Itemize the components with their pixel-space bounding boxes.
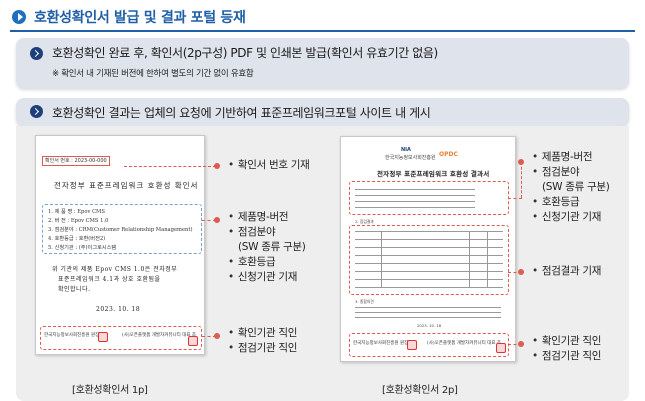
table-rule: [355, 271, 503, 272]
opinion-line: [355, 307, 501, 308]
seal-inspector-text: (사)오픈플랫폼 개발자커뮤니티 대표 조: [122, 333, 197, 338]
leader-dot: [214, 163, 220, 169]
content-panel: 확인서 번호 : 2023-00-000 전자정부 표준프레임워크 호환성 확인…: [16, 126, 629, 401]
certificate-number: 확인서 번호 : 2023-00-000: [42, 156, 110, 166]
certificate-field: 2. 버 전 : Epov CMS 1.0: [48, 218, 109, 224]
brand-logo: OPDC: [439, 151, 458, 158]
banner-portal: 호환성확인 결과는 업체의 요청에 기반하여 표준프레임워크포털 사이트 내 게…: [16, 98, 629, 126]
leader-dot: [214, 217, 220, 223]
table-rule: [355, 263, 503, 264]
certificate-fields-box: [42, 204, 202, 254]
annotation-doc2-field: 호환등급: [532, 195, 580, 210]
table-rule: [355, 247, 503, 248]
seal-issuer-stamp: [407, 340, 417, 350]
leader-dot: [518, 159, 524, 165]
seal-inspector-text: (사)오픈플랫폼 개발자커뮤니티 대표 조: [427, 341, 502, 346]
annotation-doc1-field: 신청기관 기재: [228, 270, 298, 285]
table-rule: [355, 239, 503, 240]
certificate-field: 4. 호환등급 : 호환(버전2): [48, 236, 106, 242]
leader-dot: [214, 333, 220, 339]
banner-issuance-text: 호환성확인 완료 후, 확인서(2p구성) PDF 및 인쇄본 발급(확인서 유…: [52, 46, 438, 60]
table-rule: [355, 287, 503, 288]
result-table-box: [349, 225, 509, 295]
annotation-doc1-field: 점검분야: [228, 225, 276, 240]
chevron-right-icon: [30, 47, 43, 60]
opinion-line: [355, 317, 501, 318]
certificate-body: 표준프레임워크 4.1과 상호 호환됨을: [58, 276, 161, 283]
certificate-field: 5. 신청기관 : (주)이그로시스템: [48, 245, 117, 251]
seal-issuer-text: 한국지능정보사회진흥원 원장: [353, 341, 409, 346]
annotation-doc2-field: 점검분야: [532, 165, 580, 180]
annotation-doc1-field: 호환등급: [228, 255, 276, 270]
annotation-doc1-seal: 점검기관 직인: [228, 341, 298, 356]
page-title: 호환성확인서 발급 및 결과 포털 등재: [34, 10, 246, 26]
annotation-doc1-field: (SW 종류 구분): [238, 241, 306, 253]
field-line: [355, 207, 475, 208]
opinion-section-heading: 3. 종합의견: [355, 299, 374, 304]
play-circle-icon: [12, 10, 26, 24]
leader-line: [202, 220, 216, 221]
certificate-page-1: 확인서 번호 : 2023-00-000 전자정부 표준프레임워크 호환성 확인…: [35, 135, 205, 355]
chevron-right-icon: [30, 105, 43, 118]
field-line: [355, 195, 475, 196]
annotation-doc1-field: 제품명-버전: [228, 210, 289, 225]
certificate-body: 확인합니다.: [58, 286, 91, 293]
leader-dot: [518, 269, 524, 275]
annotation-doc2-field: (SW 종류 구분): [542, 181, 610, 193]
seal-inspector-stamp: [496, 343, 506, 353]
annotation-cert-number: 확인서 번호 기재: [228, 158, 310, 173]
annotation-doc2-seal: 점검기관 직인: [532, 349, 602, 364]
annotation-doc2-seal: 확인기관 직인: [532, 334, 602, 349]
table-rule: [355, 279, 503, 280]
result-section-heading: 2. 점검결과: [355, 219, 374, 224]
certificate-field: 3. 점검분야 : CRM(Customer Relationship Mana…: [48, 227, 193, 233]
result-date: 2023. 10. 18: [417, 323, 442, 328]
leader-dot: [518, 341, 524, 347]
seal-inspector-stamp: [188, 336, 198, 346]
caption-page-2: [호환성확인서 2p]: [382, 385, 458, 396]
org-name: 한국지능정보사회진흥원: [385, 155, 436, 161]
leader-line: [508, 198, 522, 199]
caption-page-1: [호환성확인서 1p]: [72, 385, 148, 396]
table-rule: [355, 255, 503, 256]
certificate-seals-box: [40, 326, 202, 350]
table-rule: [355, 231, 503, 232]
certificate-field: 1. 제 품 명 : Epov CMS: [48, 209, 105, 215]
seal-issuer-text: 한국지능정보사회진흥원 원장: [44, 333, 100, 338]
annotation-doc2-field: 제품명-버전: [532, 150, 593, 165]
leader-line: [521, 162, 522, 198]
leader-line: [202, 336, 216, 337]
table-rule: [487, 231, 488, 287]
seal-issuer-stamp: [98, 332, 108, 342]
table-rule: [469, 231, 470, 287]
annotation-doc1-seal: 확인기관 직인: [228, 326, 298, 341]
certificate-date: 2023. 10. 18: [96, 306, 141, 313]
org-abbrev: NIA: [401, 147, 411, 153]
page-header: 호환성확인서 발급 및 결과 포털 등재: [12, 6, 246, 28]
leader-line: [508, 344, 522, 345]
leader-line: [508, 272, 522, 273]
field-line: [355, 189, 475, 190]
annotation-doc2-field: 신청기관 기재: [532, 210, 602, 225]
result-seals-box: [349, 333, 509, 357]
banner-issuance-note: ※ 확인서 내 기재된 버전에 한하여 별도의 기간 없이 유효함: [52, 69, 254, 79]
table-rule: [381, 231, 382, 287]
title-divider: [10, 30, 635, 32]
result-title: 전자정부 표준프레임워크 호환성 결과서: [377, 170, 490, 178]
result-fields-box: [349, 181, 509, 215]
banner-portal-text: 호환성확인 결과는 업체의 요청에 기반하여 표준프레임워크포털 사이트 내 게…: [52, 106, 431, 120]
annotation-doc2-result: 점검결과 기재: [532, 264, 602, 279]
leader-line: [124, 166, 216, 167]
opinion-line: [355, 312, 501, 313]
certificate-page-2: NIA 한국지능정보사회진흥원 OPDC 전자정부 표준프레임워크 호환성 결과…: [340, 136, 516, 362]
field-line: [355, 201, 475, 202]
certificate-body: 위 기관의 제품 Epov CMS 1.0은 전자정부: [52, 266, 178, 273]
certificate-title: 전자정부 표준프레임워크 호환성 확인서: [54, 181, 199, 190]
banner-issuance: 호환성확인 완료 후, 확인서(2p구성) PDF 및 인쇄본 발급(확인서 유…: [16, 38, 629, 88]
